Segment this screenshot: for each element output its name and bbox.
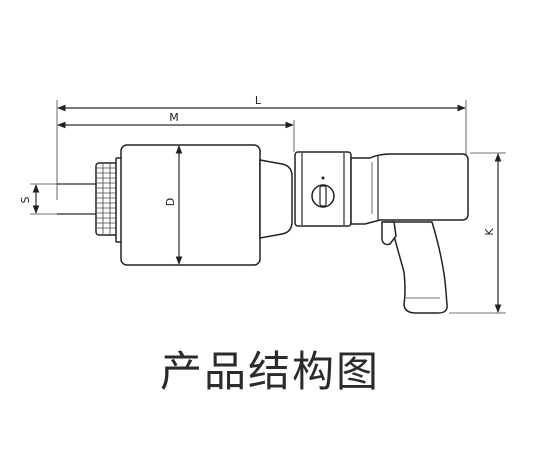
gearbox-body: D [120, 144, 261, 266]
dimension-label-D: D [164, 198, 177, 206]
dimension-M: M [57, 111, 295, 152]
rear-body [350, 153, 469, 225]
dimension-label-K: K [483, 228, 496, 236]
dimension-K: K [449, 152, 506, 314]
diagram-caption: 产品结构图 [159, 347, 380, 396]
gear-ring [95, 157, 123, 243]
dimension-L: L [56, 94, 467, 200]
dimension-label-M: M [169, 111, 179, 124]
dimension-label-L: L [255, 94, 262, 107]
dimension-S: S [19, 183, 98, 215]
square-drive [57, 183, 98, 215]
direction-knob-icon [311, 176, 335, 208]
gearbox-neck [259, 159, 293, 239]
dimension-label-S: S [19, 196, 32, 203]
trigger [381, 221, 397, 246]
